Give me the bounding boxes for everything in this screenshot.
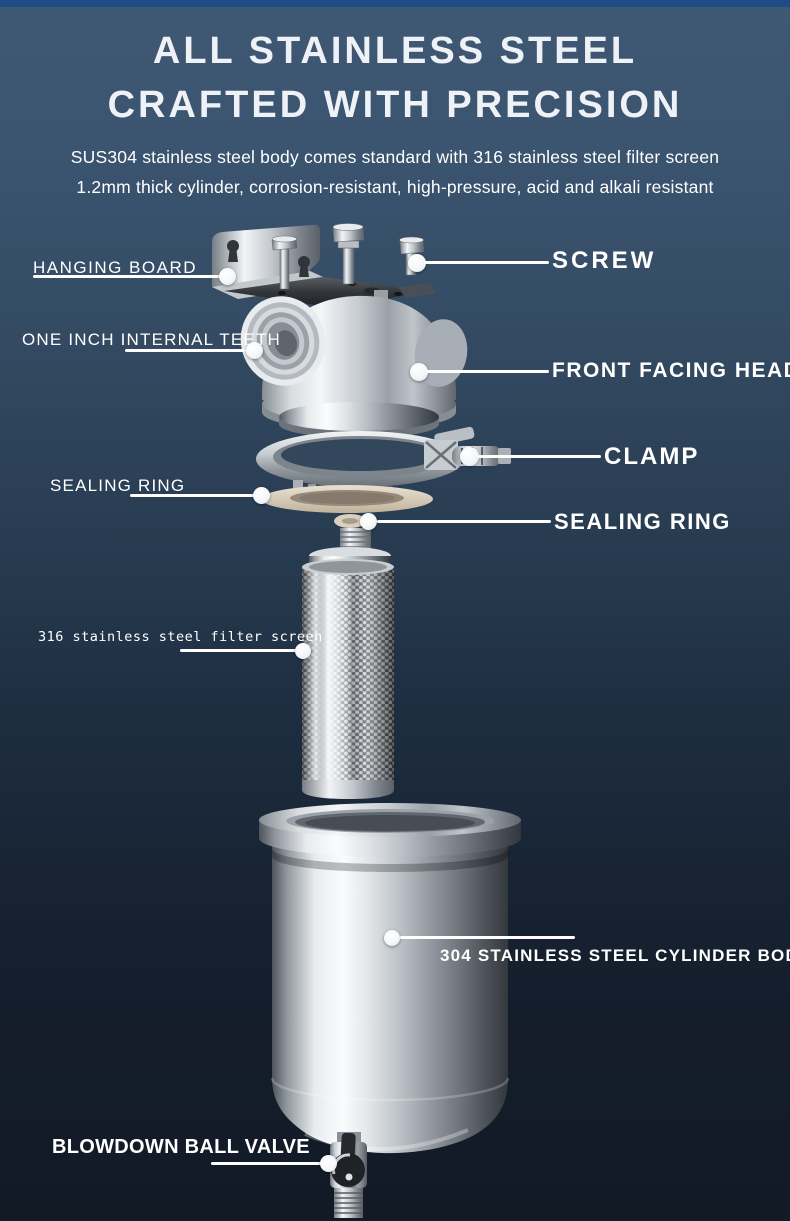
hanging-board-label: HANGING BOARD xyxy=(33,258,198,277)
one-inch-internal-teeth-label: ONE INCH INTERNAL TEETH xyxy=(22,330,282,349)
bracket-plate-graphic xyxy=(224,277,436,308)
callout-line xyxy=(400,936,575,939)
cylinder-body-graphic xyxy=(259,803,521,1154)
top-accent-bar xyxy=(0,0,790,7)
callout-line xyxy=(180,649,297,652)
callout-dot xyxy=(253,487,270,504)
callout-line xyxy=(33,275,223,278)
callout-line xyxy=(377,520,551,523)
callout-dot xyxy=(384,930,400,946)
title-line-1: ALL STAINLESS STEEL xyxy=(152,30,638,72)
callout-dot xyxy=(320,1155,337,1172)
filter-screen-graphic xyxy=(302,559,394,799)
clamp-graphic xyxy=(256,426,511,493)
sealing-ring-small-graphic xyxy=(334,514,366,528)
clamp-label: CLAMP xyxy=(604,443,700,470)
callout-line xyxy=(125,349,249,352)
title-line-2: CRAFTED WITH PRECISION xyxy=(107,84,683,126)
callout-dot xyxy=(219,268,236,285)
subtitle-line-1: SUS304 stainless steel body comes standa… xyxy=(70,147,720,167)
callout-line xyxy=(130,494,255,497)
callout-dot xyxy=(295,643,311,659)
callout-dot xyxy=(410,363,428,381)
callout-dot xyxy=(246,342,263,359)
callout-line xyxy=(427,370,549,373)
callout-line xyxy=(211,1162,323,1165)
filter-screen-label: 316 stainless steel filter screen xyxy=(38,629,323,645)
callout-dot xyxy=(408,254,426,272)
sealing-ring-right-label: SEALING RING xyxy=(554,509,731,534)
sealing-ring-large-graphic xyxy=(261,485,433,513)
screw-label: SCREW xyxy=(552,247,657,274)
front-facing-head-label: FRONT FACING HEAD xyxy=(552,359,790,382)
callout-line xyxy=(424,261,549,264)
subtitle-line-2: 1.2mm thick cylinder, corrosion-resistan… xyxy=(76,177,714,197)
callout-line xyxy=(478,455,601,458)
blowdown-ball-valve-graphic xyxy=(330,1132,367,1218)
blowdown-ball-valve-label: BLOWDOWN BALL VALVE xyxy=(52,1136,310,1158)
sealing-ring-left-label: SEALING RING xyxy=(50,476,186,495)
front-facing-head-graphic xyxy=(240,290,468,438)
callout-dot xyxy=(360,513,377,530)
callout-dot xyxy=(460,447,479,466)
cylinder-body-label: 304 STAINLESS STEEL CYLINDER BODY xyxy=(440,946,790,965)
